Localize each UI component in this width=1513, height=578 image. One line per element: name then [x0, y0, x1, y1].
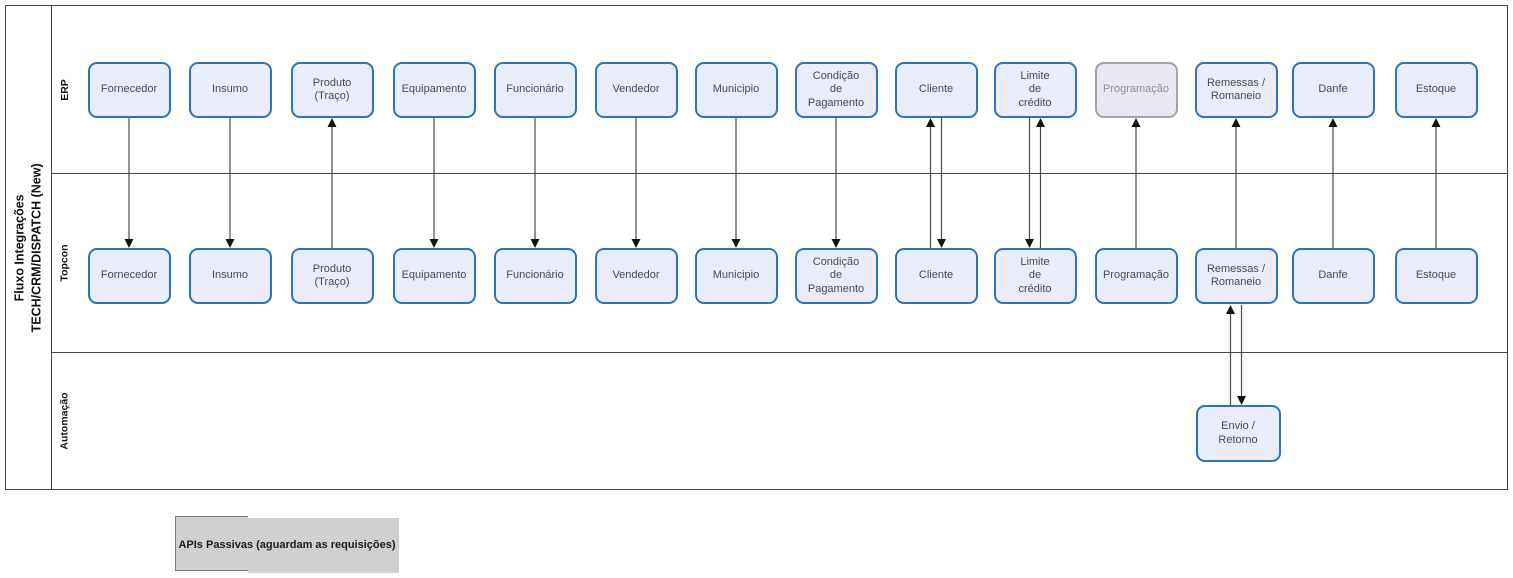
box-topcon-remessas-romaneio: Remessas / Romaneio — [1194, 248, 1278, 304]
box-erp-insumo: Insumo — [188, 62, 272, 118]
box-erp-programacao: Programação — [1094, 62, 1178, 118]
legend-label: APIs Passivas (aguardam as requisições) — [178, 538, 396, 551]
lane-automacao-label-wrap: Automação — [51, 353, 79, 488]
box-erp-funcionario: Funcionário — [493, 62, 577, 118]
box-topcon-danfe: Danfe — [1291, 248, 1375, 304]
box-erp-municipio: Municipio — [694, 62, 778, 118]
box-topcon-funcionario: Funcionário — [493, 248, 577, 304]
pool-title: Fluxo Integrações TECH/CRM/DISPATCH (New… — [12, 163, 46, 332]
box-topcon-programacao: Programação — [1094, 248, 1178, 304]
lane-automacao: Automação — [51, 352, 1507, 488]
box-erp-fornecedor: Fornecedor — [87, 62, 171, 118]
box-automacao-envio-retorno: Envio / Retorno — [1195, 405, 1281, 462]
lane-automacao-label: Automação — [59, 391, 71, 450]
legend-background — [248, 518, 399, 573]
box-erp-estoque: Estoque — [1394, 62, 1478, 118]
pool-title-line1: Fluxo Integrações — [12, 194, 27, 301]
lane-topcon-label-wrap: Topcon — [51, 174, 79, 352]
box-erp-equipamento: Equipamento — [392, 62, 476, 118]
box-topcon-estoque: Estoque — [1394, 248, 1478, 304]
pool-title-line2: TECH/CRM/DISPATCH (New) — [29, 163, 44, 332]
lane-erp-label-wrap: ERP — [51, 6, 79, 173]
box-topcon-vendedor: Vendedor — [594, 248, 678, 304]
lane-erp-label: ERP — [59, 78, 71, 101]
box-topcon-cliente: Cliente — [894, 248, 978, 304]
pool-title-column: Fluxo Integrações TECH/CRM/DISPATCH (New… — [6, 6, 52, 489]
box-topcon-insumo: Insumo — [188, 248, 272, 304]
box-erp-condicao-pagamento: Condição de Pagamento — [794, 62, 878, 118]
legend-passive-swatch — [175, 516, 248, 571]
box-topcon-equipamento: Equipamento — [392, 248, 476, 304]
box-topcon-municipio: Municipio — [694, 248, 778, 304]
box-topcon-produto-traco: Produto (Traço) — [290, 248, 374, 304]
box-erp-remessas-romaneio: Remessas / Romaneio — [1194, 62, 1278, 118]
box-topcon-condicao-pagamento: Condição de Pagamento — [794, 248, 878, 304]
box-erp-vendedor: Vendedor — [594, 62, 678, 118]
box-topcon-fornecedor: Fornecedor — [87, 248, 171, 304]
pool-fluxo-integracoes: Fluxo Integrações TECH/CRM/DISPATCH (New… — [5, 5, 1508, 490]
box-erp-limite-credito: Limite de crédito — [993, 62, 1077, 118]
lane-topcon-label: Topcon — [59, 244, 72, 282]
box-topcon-limite-credito: Limite de crédito — [993, 248, 1077, 304]
box-erp-produto-traco: Produto (Traço) — [290, 62, 374, 118]
lane-topcon: Topcon — [51, 173, 1507, 352]
box-erp-cliente: Cliente — [894, 62, 978, 118]
box-erp-danfe: Danfe — [1291, 62, 1375, 118]
